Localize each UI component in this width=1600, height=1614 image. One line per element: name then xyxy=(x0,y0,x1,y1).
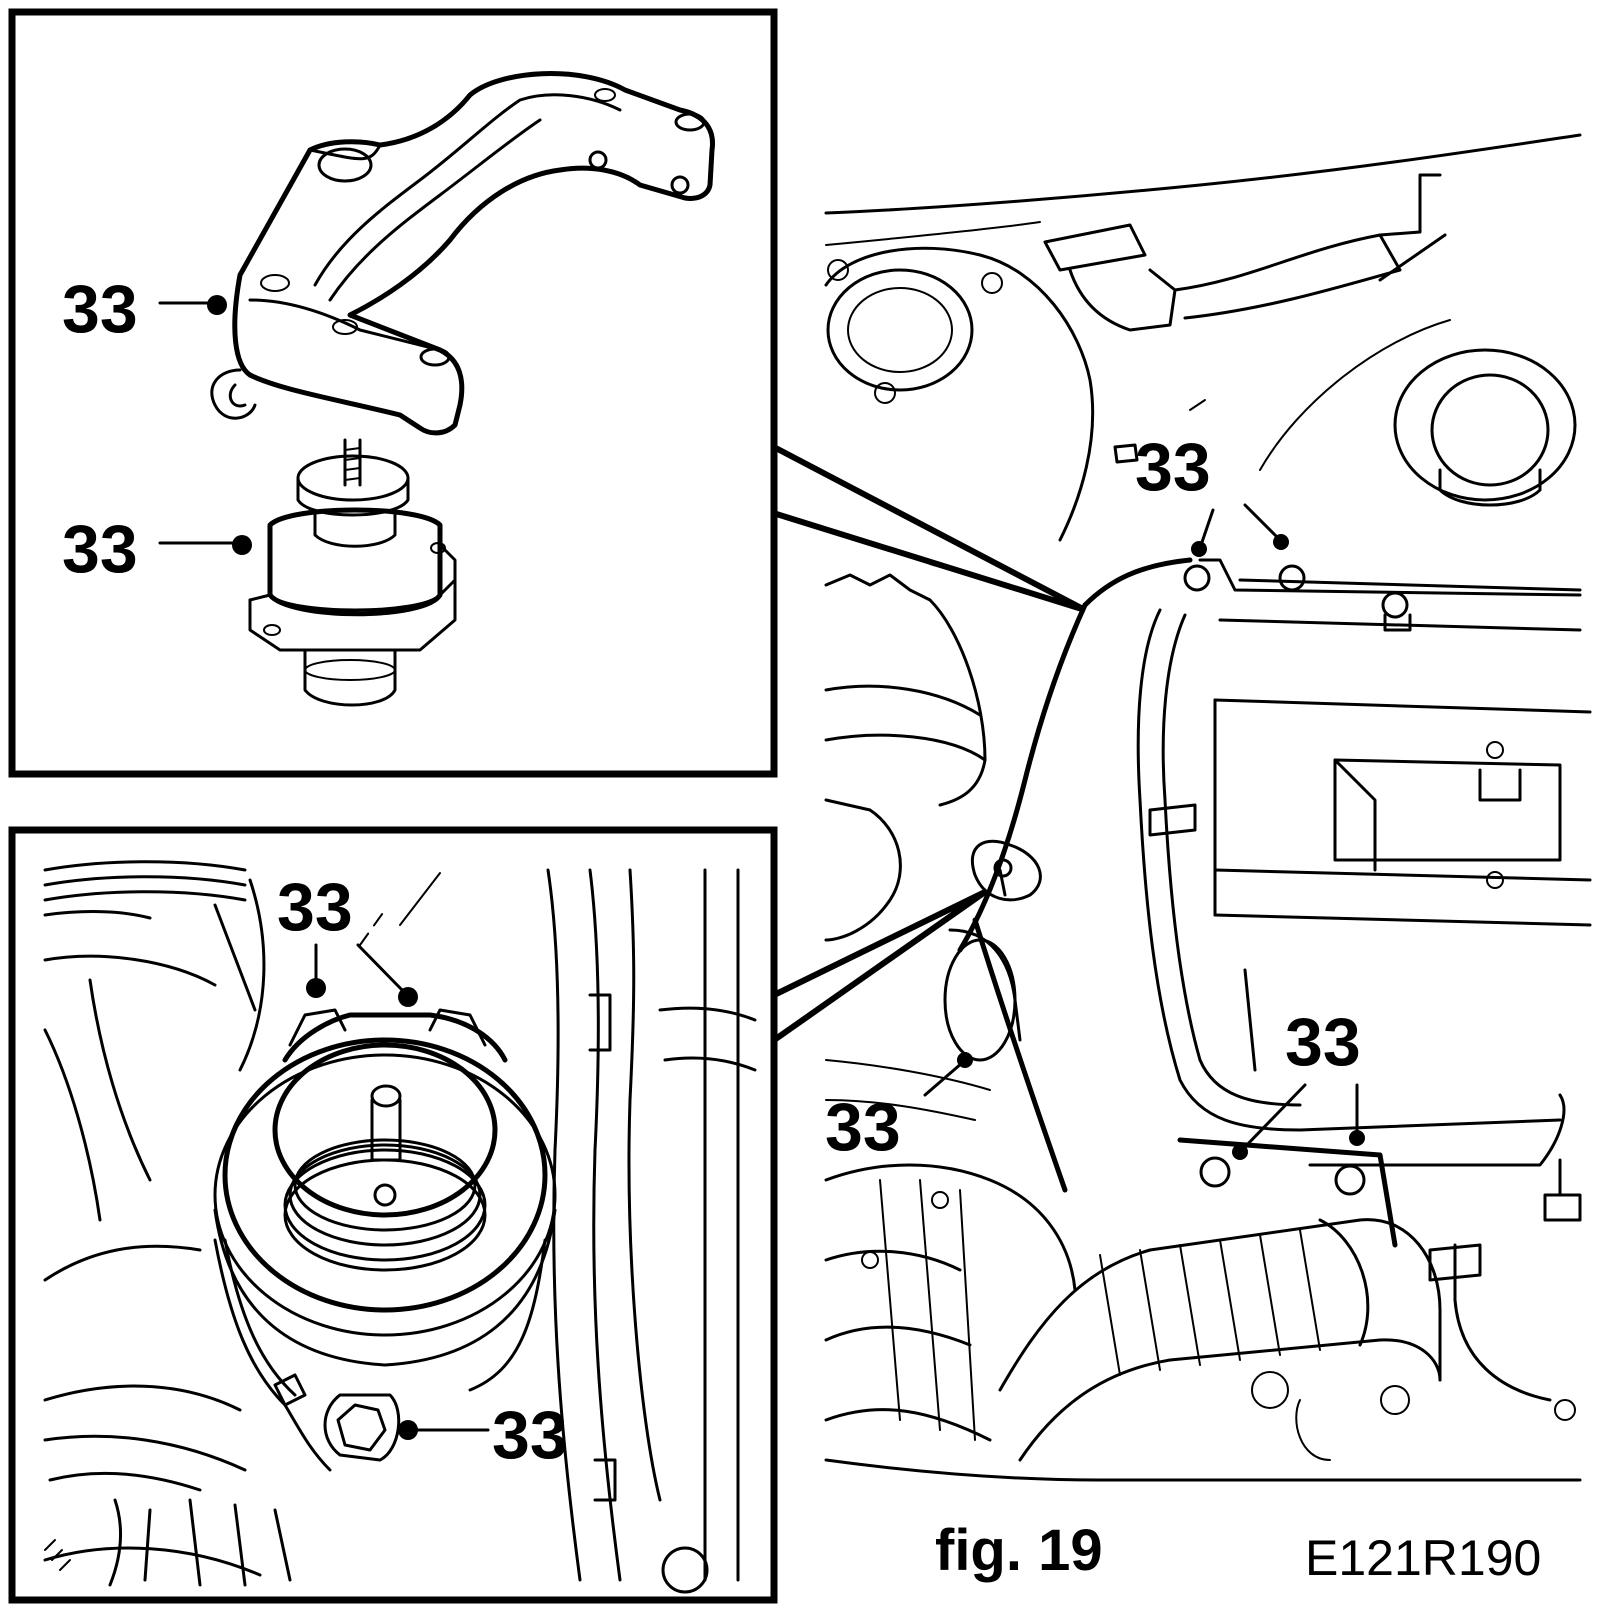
main-view-leaders xyxy=(923,503,1365,1160)
part-label: 33 xyxy=(62,511,138,587)
engine-bay-view xyxy=(824,133,1592,1482)
figure-caption: fig. 19 xyxy=(935,1518,1103,1583)
bottom-inset xyxy=(8,826,778,1604)
part-label: 33 xyxy=(277,869,353,945)
part-label: 33 xyxy=(825,1089,901,1165)
part-label: 33 xyxy=(1285,1004,1361,1080)
top-inset xyxy=(8,8,778,778)
part-label: 33 xyxy=(1135,429,1211,505)
part-label: 33 xyxy=(492,1397,568,1473)
part-labels: 33 33 33 33 33 33 33 xyxy=(62,271,1361,1473)
part-label: 33 xyxy=(62,271,138,347)
figure-code: E121R190 xyxy=(1305,1530,1541,1586)
callout-wedges xyxy=(767,440,1087,1049)
